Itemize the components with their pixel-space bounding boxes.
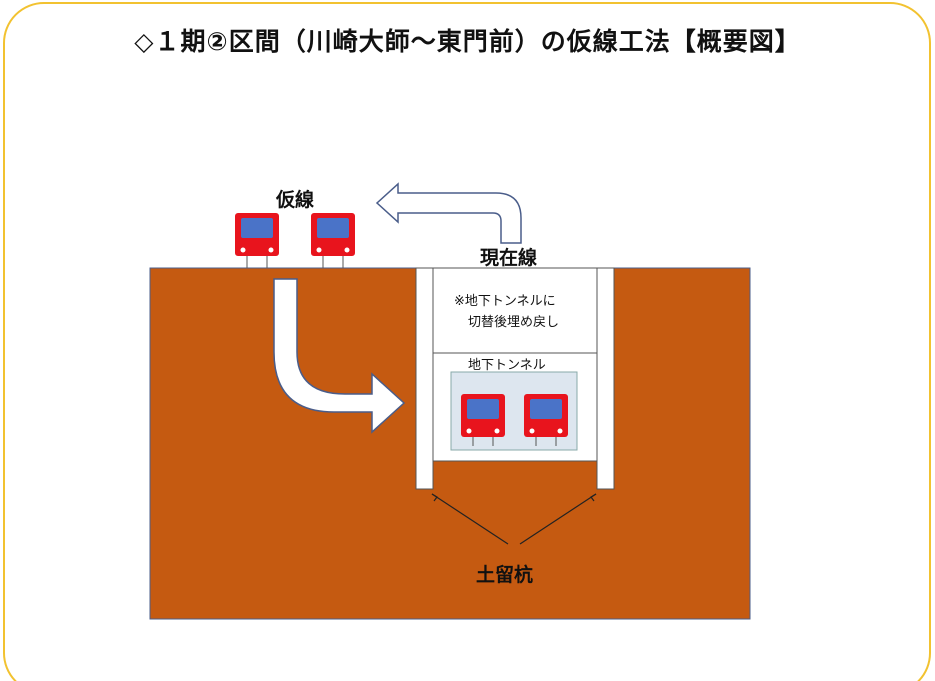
retaining-pile-right [596,267,615,490]
train-front-icon [311,213,355,268]
label-underground-tunnel: 地下トンネル [468,358,546,373]
train-front-icon [524,394,568,446]
frame-border [3,2,931,681]
page-title: ◇１期②区間（川崎大師〜東門前）の仮線工法【概要図】 [134,27,801,56]
label-retaining-piles: 土留杭 [476,564,534,586]
train-front-icon [235,213,279,268]
backfill-area [432,267,598,354]
retaining-pile-left [415,267,434,490]
label-current-track: 現在線 [480,247,538,269]
label-temporary-track: 仮線 [276,189,315,211]
train-front-icon [461,394,505,446]
curved-arrow-down-right-icon [273,278,406,434]
pile-pointer-lines [431,493,597,545]
label-backfill-note-1: ※地下トンネルに [454,294,556,309]
label-backfill-note-2: 切替後埋め戻し [468,315,560,330]
curved-arrow-left-icon [375,182,522,244]
